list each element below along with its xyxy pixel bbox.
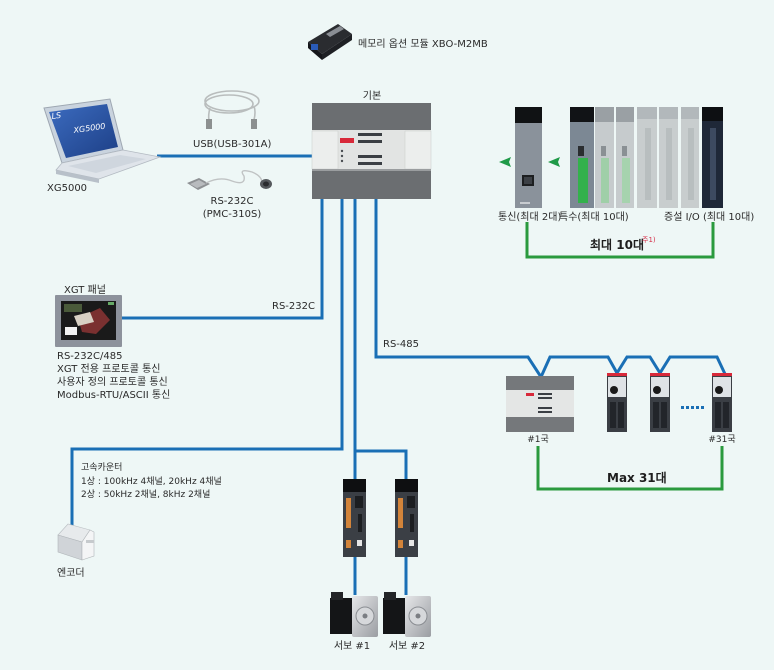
- counter-spec: 1상 : 100kHz 4채널, 20kHz 4채널: [81, 476, 222, 487]
- expansion-footnote: 주1): [642, 236, 656, 244]
- rs485-link-line: [374, 199, 727, 381]
- rs485-station-1-plc: [506, 376, 574, 432]
- arrow-left-icon: [548, 157, 560, 167]
- counter-spec: 2상 : 50kHz 2채널, 8kHz 2채널: [81, 489, 210, 500]
- expansion-total-label: 최대 10대: [590, 237, 644, 252]
- xgt-panel-title: XGT 패널: [64, 284, 106, 296]
- plc-status-leds: [340, 149, 344, 163]
- rs232-cable-image: [187, 169, 272, 190]
- io-module-image: [681, 107, 699, 208]
- expansion-range-bracket: [525, 222, 715, 259]
- io-module-image: [659, 107, 678, 208]
- servo-drive-2-image: [395, 479, 418, 557]
- rs232-cable-label: RS-232C: [211, 196, 254, 207]
- rs485-station-drive: [650, 373, 670, 432]
- rs485-first-station-label: #1국: [527, 434, 549, 445]
- io-module-image: [637, 107, 657, 208]
- servo-2-link-line: [355, 449, 408, 480]
- encoder-label: 엔코더: [57, 567, 85, 579]
- xgt-panel-feature: 사용자 정의 프로토콜 통신: [57, 376, 168, 388]
- laptop-screen-brand: LS: [51, 111, 62, 121]
- plc-brand-badge: [340, 138, 354, 143]
- plc-label: 기본: [363, 90, 381, 102]
- xgt-panel-link-line: [122, 199, 324, 320]
- rs485-station-31-drive: [712, 373, 732, 432]
- xgt-panel-link-label: RS-232C: [272, 301, 315, 312]
- servo-1-label: 서보 #1: [334, 640, 370, 652]
- comm-module-label: 통신(최대 2대): [498, 211, 561, 223]
- encoder-image: [57, 523, 95, 561]
- special-module-label: 특수(최대 10대): [559, 211, 629, 223]
- xgt-panel-image: [55, 295, 122, 347]
- plc-main-unit: [311, 103, 432, 199]
- rs485-range-bracket: [536, 446, 724, 491]
- usb-cable-image: [204, 90, 260, 129]
- rs232-cable-model: (PMC-310S): [203, 209, 262, 220]
- ellipsis-dots-icon: [681, 406, 704, 409]
- special-module-image: [595, 107, 614, 208]
- rs485-station-drive: [607, 373, 627, 432]
- servo-motor-2-image: [383, 592, 431, 637]
- xgt-panel-feature: Modbus-RTU/ASCII 통신: [57, 389, 170, 401]
- xgt-panel-feature: XGT 전용 프로토콜 통신: [57, 363, 161, 375]
- arrow-left-icon: [499, 157, 511, 167]
- laptop-image: LS XG5000: [43, 98, 162, 183]
- memory-module-label: 메모리 옵션 모듈 XBO-M2MB: [358, 38, 488, 50]
- laptop-label: XG5000: [47, 183, 87, 194]
- counter-title: 고속카운터: [81, 462, 122, 473]
- memory-module-image: [308, 24, 352, 60]
- xgt-panel-feature: RS-232C/485: [57, 351, 122, 362]
- laptop-screen: [49, 104, 118, 158]
- encoder-link-line: [70, 199, 344, 530]
- comm-module-image: [515, 107, 542, 208]
- memory-module-port: [311, 44, 318, 50]
- plc-io-leds: [358, 133, 382, 165]
- io-module-image: [702, 107, 723, 208]
- special-module-image: [570, 107, 594, 208]
- rs485-last-station-label: #31국: [708, 434, 735, 445]
- servo-motor-1-image: [330, 592, 378, 637]
- servo-2-label: 서보 #2: [389, 640, 425, 652]
- rs485-total-label: Max 31대: [607, 471, 667, 485]
- rs485-label: RS-485: [383, 339, 419, 350]
- servo-drive-1-image: [343, 479, 366, 557]
- io-module-label: 증설 I/O (최대 10대): [664, 211, 754, 223]
- special-module-image: [616, 107, 634, 208]
- usb-cable-label: USB(USB-301A): [193, 139, 271, 150]
